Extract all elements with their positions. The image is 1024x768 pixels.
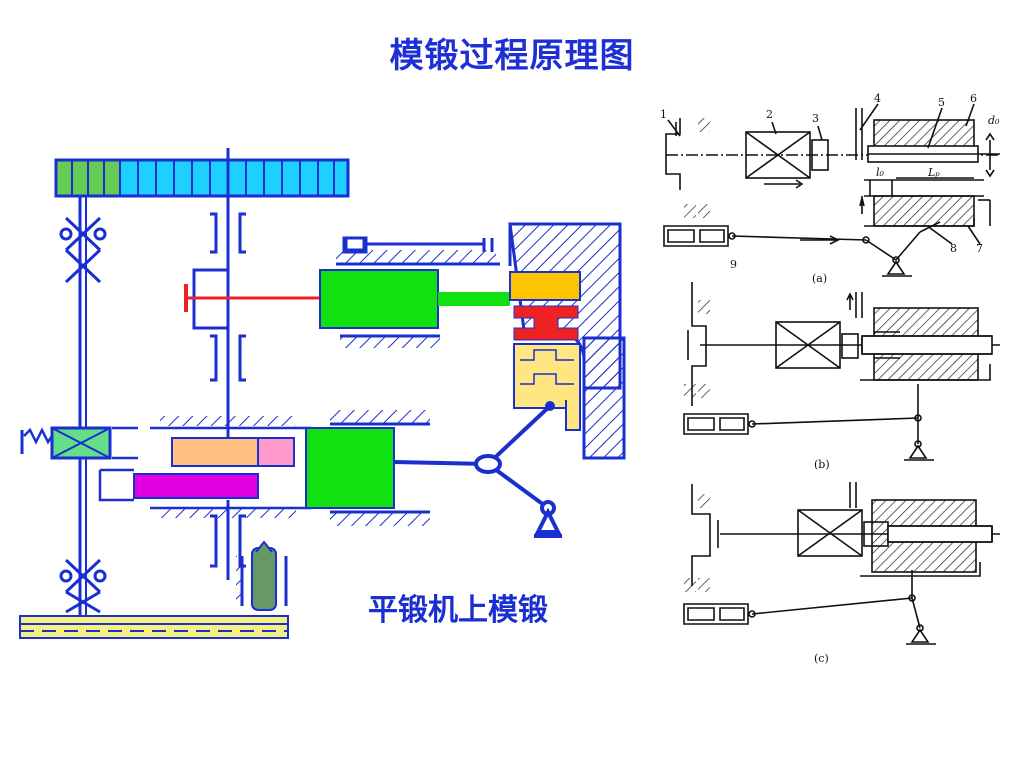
label-4: 4	[874, 92, 881, 105]
bearing-upper	[59, 216, 107, 284]
page-title: 模锻过程原理图	[389, 36, 635, 76]
label-8: 8	[950, 242, 957, 255]
label-7: 7	[976, 242, 983, 255]
left-machine-diagram: 平锻机上模锻	[19, 148, 626, 639]
bearing-lower	[59, 558, 107, 614]
label-3: 3	[812, 112, 819, 125]
brake-block	[20, 426, 138, 460]
base-plate	[19, 615, 289, 639]
die-block	[508, 222, 626, 460]
top-gear	[54, 158, 350, 198]
caption-a: (a)	[812, 272, 827, 285]
left-diagram-caption: 平锻机上模锻	[368, 593, 548, 628]
diagram-b: (b)	[683, 282, 1000, 471]
label-6: 6	[970, 92, 977, 105]
caption-c: (c)	[814, 652, 829, 665]
caption-b: (b)	[814, 458, 830, 471]
diagram-c: (c)	[683, 482, 1000, 665]
dim-l0: l₀	[876, 166, 885, 179]
motor	[236, 540, 288, 611]
toggle-linkage	[393, 404, 562, 538]
label-2: 2	[766, 108, 773, 121]
lower-slide	[98, 410, 430, 526]
label-1: 1	[660, 108, 667, 121]
right-diagrams: 1 2 3 4 5 6 7 8 9 d₀ l₀ Lₚ (a)	[660, 92, 1000, 665]
diagram-a: 1 2 3 4 5 6 7 8 9 d₀ l₀ Lₚ (a)	[660, 92, 1000, 285]
label-9: 9	[730, 258, 737, 271]
dim-lp: Lₚ	[927, 166, 940, 179]
main-ram	[319, 236, 510, 348]
dim-d0: d₀	[988, 114, 1000, 127]
label-5: 5	[938, 96, 945, 109]
